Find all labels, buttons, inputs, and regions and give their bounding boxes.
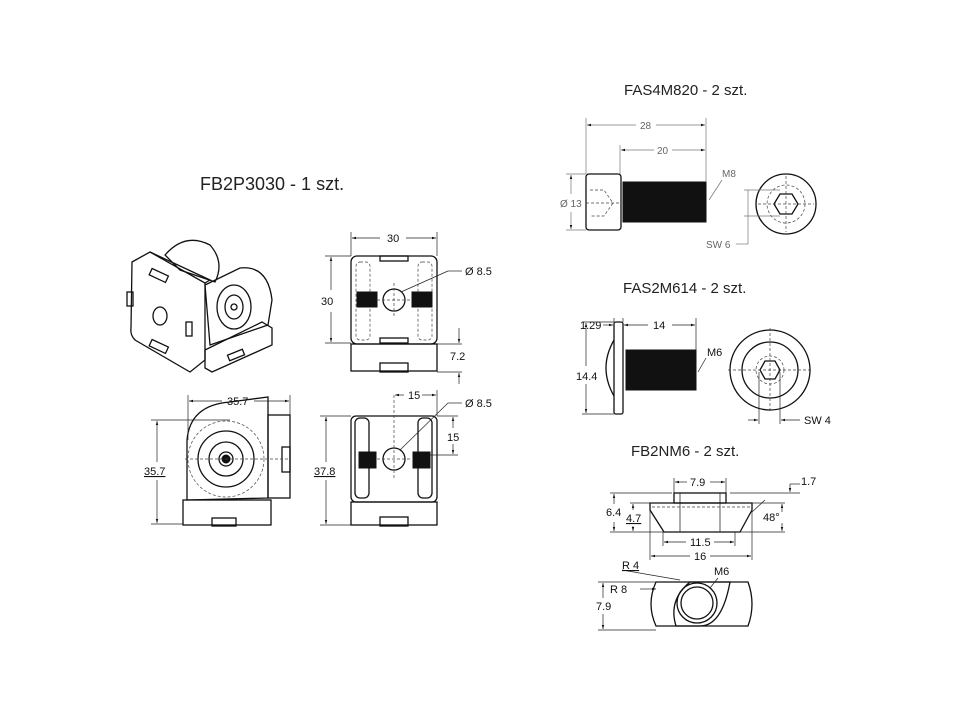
dim-fas2m614-head-diameter: 14.4: [576, 371, 597, 383]
fas2m614-drawing: 1.29 14 14.4 M6 SW 4: [576, 318, 831, 427]
fb2p3030-bottom-view: 15 Ø 8.5 15 37.8: [314, 390, 492, 527]
title-fas4m820: FAS4M820 - 2 szt.: [624, 82, 747, 99]
fb2p3030-isometric-view: [126, 239, 273, 373]
dim-front-base: 7.2: [450, 351, 465, 363]
dim-fb2nm6-top-step: 1.7: [801, 476, 816, 488]
dim-side-height: 35.7: [144, 466, 165, 478]
label-fb2nm6-thread: M6: [714, 566, 729, 578]
dim-fb2nm6-depth: 7.9: [596, 601, 611, 613]
dim-front-width: 30: [387, 233, 399, 245]
dim-fb2nm6-angle: 48°: [763, 512, 780, 524]
label-fas4m820-wrench: SW 6: [706, 240, 731, 251]
label-fas2m614-wrench: SW 4: [804, 415, 831, 427]
dim-bottom-hole: Ø 8.5: [465, 398, 492, 410]
dim-bottom-offset: 15: [408, 390, 420, 402]
label-fb2nm6-radius-small: R 4: [622, 560, 639, 572]
fas4m820-drawing: 28 20 Ø 13 M8 SW 6: [560, 118, 817, 251]
dim-bottom-height: 37.8: [314, 466, 335, 478]
dim-fas4m820-thread-length: 20: [657, 146, 669, 157]
dim-bottom-vertical: 15: [447, 432, 459, 444]
fb2nm6-drawing: 7.9 1.7 6.4 4.7 48° 11.5 16 R 4 R 8 M6 7…: [596, 476, 816, 631]
dim-fas4m820-total-length: 28: [640, 121, 652, 132]
dim-fb2nm6-bottom-inner: 11.5: [690, 537, 711, 549]
label-fb2nm6-radius-large: R 8: [610, 584, 627, 596]
dim-fas4m820-head-diameter: Ø 13: [560, 199, 582, 210]
label-fas4m820-thread: M8: [722, 169, 736, 180]
label-fas2m614-thread: M6: [707, 347, 722, 359]
dim-fas2m614-length: 14: [653, 320, 665, 332]
dim-fb2nm6-width: 16: [694, 551, 706, 563]
dim-front-height: 30: [321, 296, 333, 308]
title-fas2m614: FAS2M614 - 2 szt.: [623, 280, 746, 297]
fb2p3030-front-view: 30 30 Ø 8.5 7.2: [321, 232, 492, 384]
dim-side-width: 35.7: [227, 396, 248, 408]
title-fb2nm6: FB2NM6 - 2 szt.: [631, 443, 739, 460]
fb2p3030-side-view: 35.7 35.7: [144, 395, 291, 527]
dim-fb2nm6-total-height: 6.4: [606, 507, 621, 519]
dim-front-hole: Ø 8.5: [465, 266, 492, 278]
title-fb2p3030: FB2P3030 - 1 szt.: [200, 174, 344, 194]
dim-fb2nm6-top-width: 7.9: [690, 477, 705, 489]
dim-fb2nm6-body-height: 4.7: [626, 513, 641, 525]
